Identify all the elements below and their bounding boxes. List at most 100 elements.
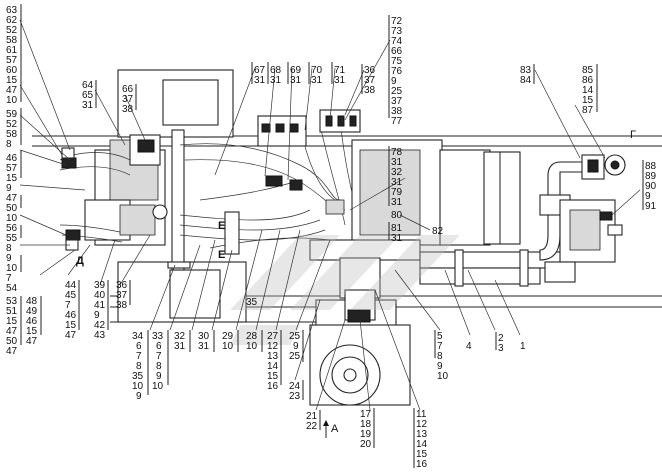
callout-label: 15	[6, 173, 18, 184]
callout-label: 18	[360, 419, 372, 430]
callout-label: 50	[6, 203, 18, 214]
callout-label: 16	[416, 459, 428, 470]
callout-label: 43	[94, 330, 106, 341]
callout-label: 32	[391, 167, 403, 178]
callout-21: 21 22	[306, 410, 321, 432]
callout-label: 79	[391, 187, 403, 198]
callout-label: 63	[6, 5, 18, 16]
callout-label: 8	[6, 139, 12, 150]
callout-label: 57	[6, 55, 18, 66]
callout-label: 37	[391, 96, 403, 107]
callout-5: 5 7 8 9 10	[434, 330, 449, 382]
callout-label: 38	[122, 104, 134, 115]
center-units	[309, 139, 521, 406]
callout-label: 32	[174, 331, 186, 342]
callout-label: 36	[116, 280, 128, 291]
callout-label: 14	[582, 85, 594, 96]
callout-27: 27 12 13 14 15 16	[267, 330, 282, 392]
callout-label: 21	[306, 411, 318, 422]
callout-34: 34 6 7 8 35 10 9	[132, 330, 149, 402]
arrow-head-icon	[323, 420, 329, 426]
callout-label: 13	[416, 429, 428, 440]
callout-label: 30	[198, 331, 210, 342]
callout-label: 65	[82, 90, 94, 101]
callout-label: 68	[270, 65, 282, 76]
callout-label: 9	[391, 76, 397, 87]
callout-label: 31	[198, 341, 210, 352]
callout-label: 86	[582, 75, 594, 86]
callout-label: 15	[6, 75, 18, 86]
callout-label: 85	[582, 65, 594, 76]
callout-label: 87	[582, 105, 594, 116]
callout-label: 7	[136, 351, 142, 362]
callout-label: 16	[267, 381, 279, 392]
callout-label: 15	[6, 316, 18, 327]
callout-label: 10	[132, 381, 144, 392]
callout-label: 10	[6, 95, 18, 106]
callout-label: 39	[94, 280, 106, 291]
callout-label: 56	[6, 223, 18, 234]
callout-label: 47	[6, 85, 18, 96]
callout-label: 29	[222, 331, 234, 342]
callout-label: 31	[311, 75, 323, 86]
callout-label: 57	[6, 163, 18, 174]
callout-label: 62	[6, 15, 18, 26]
callout-label: 69	[290, 65, 302, 76]
callout-label: 83	[520, 65, 532, 76]
view-label-e2: Е	[218, 249, 225, 261]
callout-label: 34	[132, 331, 144, 342]
callout-25: 25 9 25	[289, 330, 304, 362]
callout-label: 47	[26, 336, 38, 347]
callout-11: 11 12 13 14 15 16	[413, 408, 428, 470]
callout-label: 38	[364, 85, 376, 96]
callout-label: 2	[498, 333, 504, 344]
callout-label: 73	[391, 26, 403, 37]
callout-label: 31	[391, 177, 403, 188]
callout-label: 14	[267, 361, 279, 372]
callout-label: 23	[289, 391, 301, 402]
callout-label: 31	[391, 157, 403, 168]
callout-81: 81 31	[388, 222, 403, 244]
callout-label: 9	[136, 391, 142, 402]
callout-29: 29 10	[222, 330, 239, 352]
chassis-frame	[32, 69, 662, 323]
callout-label: 49	[26, 306, 38, 317]
callout-label: 25	[289, 331, 301, 342]
callout-label: 61	[6, 45, 18, 56]
callout-label: 38	[116, 300, 128, 311]
callout-69: 69 31	[287, 62, 302, 86]
callout-label: 31	[270, 75, 282, 86]
callout-label: 8	[6, 243, 12, 254]
callout-label: 58	[6, 129, 18, 140]
callout-label: 12	[416, 419, 428, 430]
callout-label: 71	[334, 65, 346, 76]
callout-33: 33 6 7 8 9 10	[152, 330, 169, 392]
callout-17: 17 18 19 20	[360, 408, 375, 450]
callout-label: 8	[156, 361, 162, 372]
callout-label: 91	[645, 201, 657, 212]
callout-label: 46	[65, 310, 77, 321]
callout-label: 35	[132, 371, 144, 382]
callout-label: 24	[289, 381, 301, 392]
callout-label: 3	[498, 343, 504, 354]
callout-label: 52	[6, 119, 18, 130]
watermark-logo	[230, 235, 460, 345]
callout-label: 37	[364, 75, 376, 86]
callout-label: 89	[645, 171, 657, 182]
callout-top-left: 63 62 52 58 61 57 60 15 47 10	[6, 4, 22, 106]
callout-label: 37	[122, 94, 134, 105]
callout-label: 38	[391, 106, 403, 117]
callout-label: 13	[267, 351, 279, 362]
callout-left-2: 59 52 58 8	[6, 108, 22, 150]
callout-30: 30 31	[198, 330, 215, 352]
callout-label: 9	[437, 361, 443, 372]
callout-label: 53	[6, 296, 18, 307]
callout-label: 45	[65, 290, 77, 301]
callout-label: 54	[6, 283, 18, 294]
callout-label: 41	[94, 300, 106, 311]
callout-label: 47	[6, 326, 18, 337]
callout-left-6: 9 10 7 54	[6, 253, 22, 294]
callout-label: 6	[136, 341, 142, 352]
callout-2: 2 3	[495, 332, 504, 354]
callout-70: 70 31	[308, 62, 323, 86]
